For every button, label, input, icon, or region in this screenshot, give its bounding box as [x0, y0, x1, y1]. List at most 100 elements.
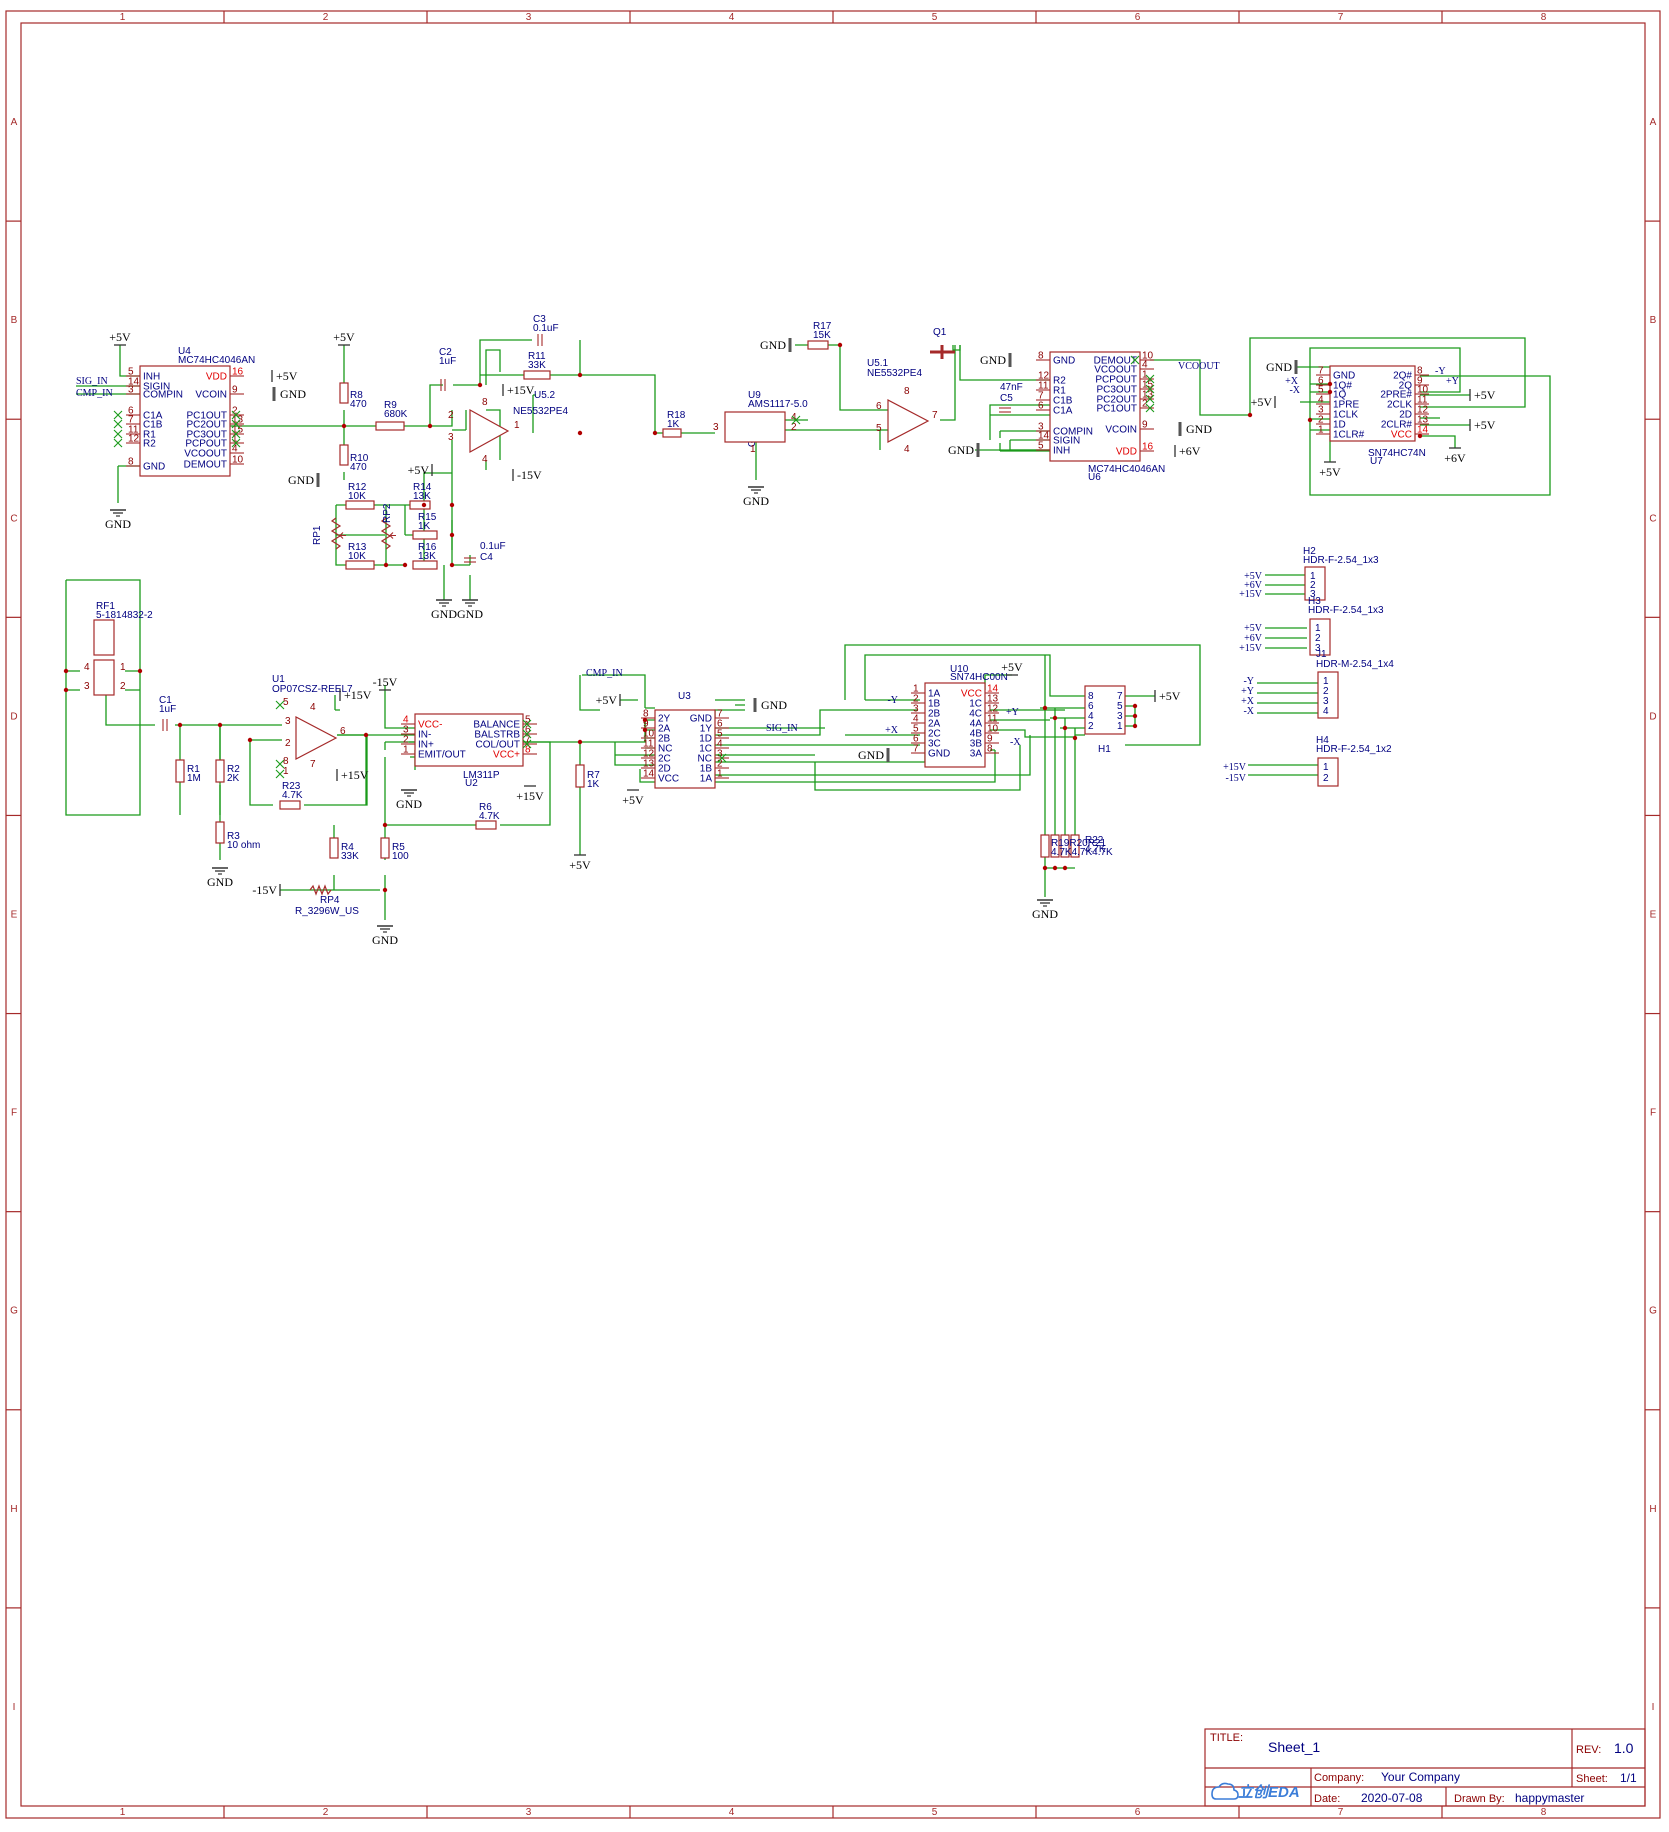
pin-number: 2: [403, 735, 409, 746]
pin-label: 7: [1117, 691, 1123, 702]
value: 10 ohm: [227, 840, 260, 851]
zone-col-bottom: 5: [932, 1807, 938, 1818]
ic-body: [139, 365, 231, 477]
pin-number: 1: [232, 434, 238, 445]
ground-label: GND: [760, 338, 786, 352]
ground-label: GND: [280, 387, 306, 401]
value: 4.7K: [1085, 844, 1106, 855]
pin-number: 6: [1318, 376, 1324, 387]
value: 0.1uF: [480, 541, 506, 552]
resistor-body: [1050, 834, 1060, 858]
ground-symbol: GND: [1032, 899, 1058, 921]
power-label: -15V: [373, 675, 398, 689]
pin-label: PC3OUT: [1096, 385, 1137, 396]
no-connect-marker: [522, 739, 532, 749]
pin-number: 2: [448, 410, 454, 421]
power-label: +15V: [516, 789, 544, 803]
junction-dot: [577, 430, 583, 436]
pot-wiper: [338, 532, 346, 539]
resistor-body: [1070, 834, 1080, 858]
resistor-body: [175, 759, 185, 783]
pin-number: 3: [717, 749, 723, 760]
eda-logo-text: 立创EDA: [1238, 1783, 1300, 1801]
ref-designator: R12: [348, 482, 367, 493]
pin-label: SIGIN: [143, 382, 170, 393]
pin-number: 14: [1038, 431, 1050, 442]
pin-label: GND: [143, 462, 165, 473]
pin-label: DEMOUT: [184, 460, 227, 471]
pin-number: 5: [717, 729, 723, 740]
ref-designator: R13: [348, 542, 367, 553]
junction-dot: [363, 732, 369, 738]
rev-label: REV:: [1576, 1744, 1601, 1756]
opamp-u5-1-symbol: [887, 399, 930, 443]
junction-dot: [1132, 723, 1138, 729]
pin-number: 16: [232, 367, 244, 378]
pin-number: 5: [1038, 441, 1044, 452]
pin-number: 14: [1417, 425, 1429, 436]
power-symbol: -15V: [373, 675, 398, 691]
junction-dot: [1052, 715, 1058, 721]
pin-label: IN+: [418, 740, 434, 751]
value: 0.1uF: [533, 323, 559, 334]
pin-label: 2: [1315, 633, 1321, 644]
pin-number: 15: [232, 425, 244, 436]
ground-label: GND: [288, 473, 314, 487]
pin-number: 4: [403, 715, 409, 726]
pin-number: 4: [913, 714, 919, 725]
pin-number: 14: [128, 377, 140, 388]
ref-designator: R19R20R21: [1051, 838, 1106, 849]
zone-row-right: C: [1649, 513, 1656, 524]
pin-number: 4: [232, 444, 238, 455]
junction-dot: [63, 687, 69, 693]
pin-label: 1: [1310, 571, 1316, 582]
value: 1K: [667, 419, 680, 430]
pin-number: 8: [283, 756, 289, 767]
ref-designator: R3: [227, 831, 240, 842]
power-symbol: +5V: [596, 693, 621, 707]
junction-dot: [1072, 735, 1078, 741]
zone-row-right: H: [1649, 1504, 1656, 1515]
pin-label: 2: [1088, 721, 1094, 732]
ground-symbol: GND: [1178, 422, 1212, 436]
pin-label: NC: [698, 754, 712, 765]
rev-value: 1.0: [1614, 1740, 1634, 1756]
ground-label: GND: [858, 748, 884, 762]
ic-body: [1049, 351, 1141, 462]
pin-number: 9: [643, 719, 649, 730]
capacitor-c3: C30.1uF: [533, 314, 559, 346]
part-name: OP07CSZ-REEL7: [272, 684, 353, 695]
ref-designator: U1: [272, 674, 285, 685]
pin-label: VDD: [1116, 447, 1137, 458]
pin-number: 4: [1142, 360, 1148, 371]
header-body: [1317, 671, 1339, 719]
pin-label: 2: [1310, 580, 1316, 591]
pin-number: 13: [1142, 390, 1154, 401]
pin-number: 1: [283, 766, 289, 777]
junction-dot: [383, 562, 389, 568]
pin-label: PC3OUT: [186, 430, 227, 441]
pin-number: 7: [717, 709, 723, 720]
ref-designator: RP4: [320, 895, 340, 906]
ref-designator: RP1: [312, 525, 323, 545]
ref-designator: H2: [1303, 546, 1316, 557]
pin-label: VCC: [658, 774, 679, 785]
ground-symbol: GND: [272, 387, 306, 401]
pot-body: [380, 517, 392, 550]
ground-symbol: GND: [980, 353, 1012, 367]
pin-number: 7: [932, 410, 938, 421]
pin-label: 3: [1117, 711, 1123, 722]
power-symbol: +5V: [1469, 388, 1496, 402]
power-label: +15V: [341, 768, 369, 782]
junction-dot: [427, 423, 433, 429]
junction-dot: [217, 722, 223, 728]
junction-dot: [137, 668, 143, 674]
power-symbol: +5V: [408, 463, 433, 477]
pin-label: PC1OUT: [186, 411, 227, 422]
ground-symbol: GND: [288, 473, 320, 487]
zone-row-left: H: [10, 1504, 17, 1515]
